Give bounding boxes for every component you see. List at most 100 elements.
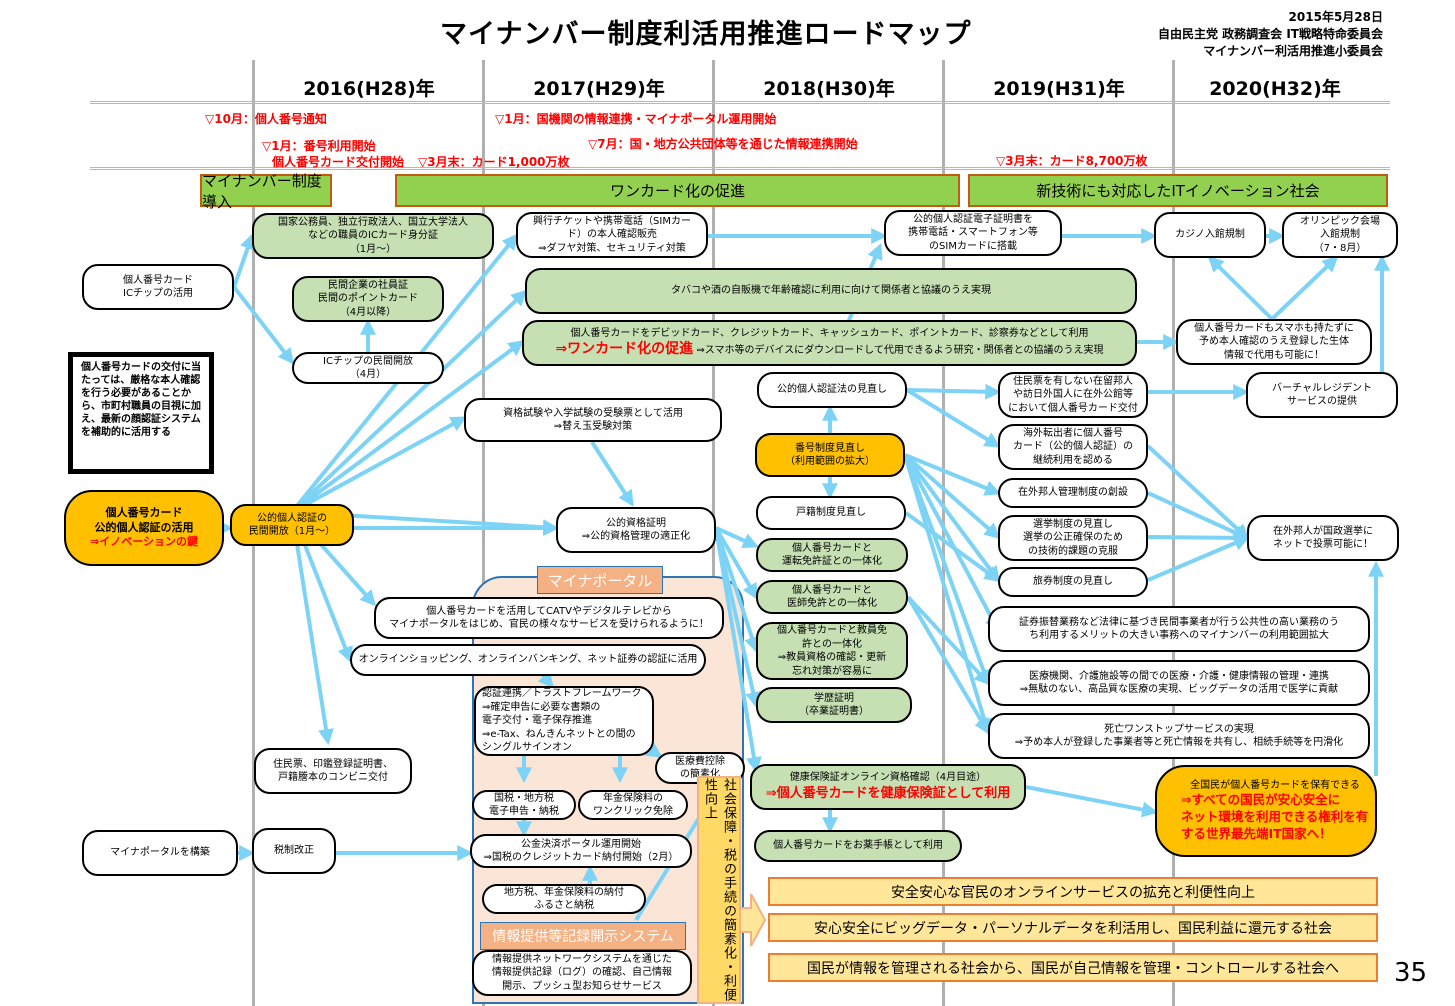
node-diploma: 学歴証明 （卒業証明書） (756, 687, 912, 723)
milestone: ▽7月：国・地方公共団体等を通じた情報連携開始 (588, 137, 858, 151)
node-online-auth: オンラインショッピング、オンラインバンキング、ネット証券の認証に活用 (350, 644, 706, 676)
connector-arrow (590, 440, 634, 507)
connector-arrow (906, 595, 991, 686)
node-text: ⇒無駄のない、高品質な医療の実現、ビッグデータの活用で医学に貢献 (1019, 684, 1339, 695)
connector-arrow (903, 454, 992, 736)
node-payment-portal: 公金決済ポータル運用開始 ⇒国税のクレジットカード納付開始（2月） (470, 834, 692, 868)
connector-arrow (1207, 255, 1274, 321)
node-text: 国家公務員、独立行政法人、国立大学法人 (278, 216, 468, 228)
node-text: 運転免許証との一体化 (782, 556, 882, 567)
node-ticket: 興行チケットや携帯電話（SIMカー ド）の本人確認販売 ⇒ダフヤ対策、セキュリテ… (516, 212, 708, 258)
node-text: 個人番号カード (105, 505, 183, 519)
year-2016: 2016(H28)年 (303, 78, 435, 100)
node-text: ⇒教員資格の確認・更新 (777, 652, 887, 663)
node-jpki-open: 公的個人認証の 民間開放（1月～） (230, 504, 354, 546)
node-text: 番号制度見直し (795, 442, 865, 454)
node-text: 認証連携／トラストフレームワーク (482, 688, 642, 700)
node-text: 民間のポイントカード (318, 293, 418, 305)
node-number-system-review: 番号制度見直し （利用範囲の拡大） (755, 433, 905, 477)
node-emigrant: 海外転出者に個人番号 カード（公的個人認証）の 継続利用を認める (998, 424, 1148, 470)
node-text: 健康保険証オンライン資格確認（4月目途） (789, 772, 987, 784)
node-text: ワンクリック免除 (593, 806, 673, 817)
connector-arrow (1147, 529, 1251, 546)
node-highlight: ⇒ワンカード化の促進 (555, 341, 694, 358)
connector-arrow (290, 511, 334, 746)
node-text: マイナポータルを構築 (110, 847, 210, 859)
year-2019: 2019(H31)年 (993, 78, 1125, 100)
node-resident-abroad: 住民票を有しない在留邦人 や訪日外国人に在外公館等 において個人番号カード交付 (998, 372, 1148, 418)
node-highlight: ネット環境を利用できる権利を有 (1181, 809, 1369, 825)
node-text: （卒業証明書） (799, 706, 869, 717)
node-medical-license: 個人番号カードと 医師免許との一体化 (756, 580, 908, 614)
node-text: 個人番号カードもスマホも持たずに (1194, 322, 1354, 334)
node-text: などの職員のICカード身分証 (308, 230, 438, 242)
node-core-jpki: 個人番号カード 公的個人認証の活用 ⇒イノベーションの鍵 (64, 490, 224, 566)
node-text: 選挙制度の見直し (1033, 518, 1113, 530)
node-death-onestop: 死亡ワンストップサービスの実現 ⇒予め本人が登録した事業者等と死亡情報を共有し、… (988, 713, 1370, 759)
connector-arrow (1147, 491, 1250, 540)
node-text: ICチップの民間開放 (323, 355, 413, 367)
node-text: ド）の本人確認販売 (567, 229, 657, 241)
node-text: 個人番号カードと教員免 (777, 625, 887, 636)
node-text: ⇒e-Tax、ねんきんネットとの間の (482, 728, 636, 740)
node-text: のSIMカードに搭載 (929, 240, 1017, 252)
node-text: や訪日外国人に在外公館等 (1013, 389, 1133, 401)
node-text: 公的個人認証電子証明書を (913, 213, 1033, 225)
node-exam: 資格試験や入学試験の受験票として活用 ⇒替え玉受験対策 (464, 398, 722, 442)
node-text: 死亡ワンストップサービスの実現 (1104, 723, 1254, 735)
node-text: 電子申告・納税 (489, 806, 559, 817)
connector-arrow (903, 453, 1001, 540)
connector-arrow (905, 388, 1001, 448)
node-text: （4月） (349, 369, 387, 380)
node-text: ⇒予め本人が登録した事業者等と死亡情報を共有し、相続手続等を円滑化 (1014, 737, 1344, 748)
node-ic-chip: 個人番号カード ICチップの活用 (82, 264, 234, 310)
page-number: 35 (1394, 958, 1428, 988)
node-text: 民間企業の社員証 (328, 279, 408, 291)
node-text: 医療費控除 (675, 755, 725, 767)
node-passport-review: 旅券制度の見直し (998, 567, 1148, 597)
milestone: ▽1月：国機関の情報連携・マイナポータル運用開始 (495, 112, 777, 126)
node-text: 在外邦人が国政選挙に (1273, 525, 1373, 537)
node-text: 民間開放（1月～） (248, 526, 336, 537)
outcome-big-data: 安心安全にビッグデータ・パーソナルデータを利活用し、国民利益に還元する社会 (768, 913, 1378, 942)
phase-introduction: マイナンバー制度導入 (200, 172, 332, 211)
node-text: 証券振替業務など法律に基づき民間事業者が行う公共性の高い業務のう (1019, 616, 1339, 628)
node-text: 公金決済ポータル運用開始 (521, 838, 641, 850)
page-title: マイナンバー制度利活用推進ロードマップ (440, 19, 972, 50)
node-highlight: ⇒すべての国民が安心安全に (1181, 792, 1341, 808)
node-private-id: 民間企業の社員証 民間のポイントカード （4月以降） (292, 276, 444, 322)
node-convenience-store: 住民票、印鑑登録証明書、 戸籍謄本のコンビニ交付 (254, 748, 412, 794)
node-text: ICチップの活用 (123, 288, 193, 299)
node-trust-framework: 認証連携／トラストフレームワーク ⇒確定申告に必要な書類の 電子交付・電子保存推… (474, 686, 654, 756)
node-tax-filing: 国税・地方税 電子申告・納税 (472, 790, 576, 820)
node-catv: 個人番号カードを活用してCATVやデジタルテレビから マイナポータルをはじめ、官… (374, 597, 724, 639)
node-text: 個人番号カードと (792, 584, 872, 596)
node-text: 年金保険料の (603, 792, 663, 804)
node-text: 全国民が個人番号カードを保有できる (1190, 779, 1360, 791)
node-koseki-review: 戸籍制度見直し (756, 496, 906, 530)
node-furusato-tax: 地方税、年金保険料の納付 ふるさと納税 (482, 884, 646, 914)
node-highlight: ⇒個人番号カードを健康保険証として利用 (765, 785, 1011, 801)
node-text: 個人番号カードをデビッドカード、クレジットカード、キャッシュカード、ポイントカー… (570, 327, 1089, 339)
connector-arrow (906, 383, 1002, 400)
connector-arrow (1146, 444, 1250, 541)
node-text: 学歴証明 (814, 692, 854, 704)
connector-arrow (1147, 535, 1250, 582)
connector-arrow (906, 595, 990, 735)
milestone: ▽3月末：カード1,000万枚 (418, 155, 570, 169)
node-text: ネットで投票可能に！ (1273, 539, 1373, 550)
node-text: バーチャルレジデント (1272, 382, 1372, 394)
node-election-review: 選挙制度の見直し 選挙の公正確保のため の技術的課題の克服 (998, 515, 1148, 561)
node-olympic: オリンピック会場 入館規制 （7・8月） (1282, 212, 1398, 258)
milestone: ▽10月：個人番号通知 (205, 112, 327, 126)
node-medical-data: 医療機関、介護施設等の間での医療・介護・健康情報の管理・連携 ⇒無駄のない、高品… (988, 660, 1370, 706)
year-divider (482, 60, 485, 1006)
node-qualification-cert: 公的資格証明 ⇒公的資格管理の適正化 (556, 507, 716, 553)
connector-arrow (232, 285, 294, 365)
connector-arrow (903, 454, 1000, 633)
node-text: 個人番号カードをお薬手帳として利用 (773, 840, 943, 852)
node-text: 公的個人認証の活用 (94, 520, 194, 534)
node-text: の簡素化 (680, 769, 720, 780)
node-build-portal: マイナポータルを構築 (82, 830, 238, 876)
node-text: 情報で代用も可能に！ (1224, 349, 1324, 361)
